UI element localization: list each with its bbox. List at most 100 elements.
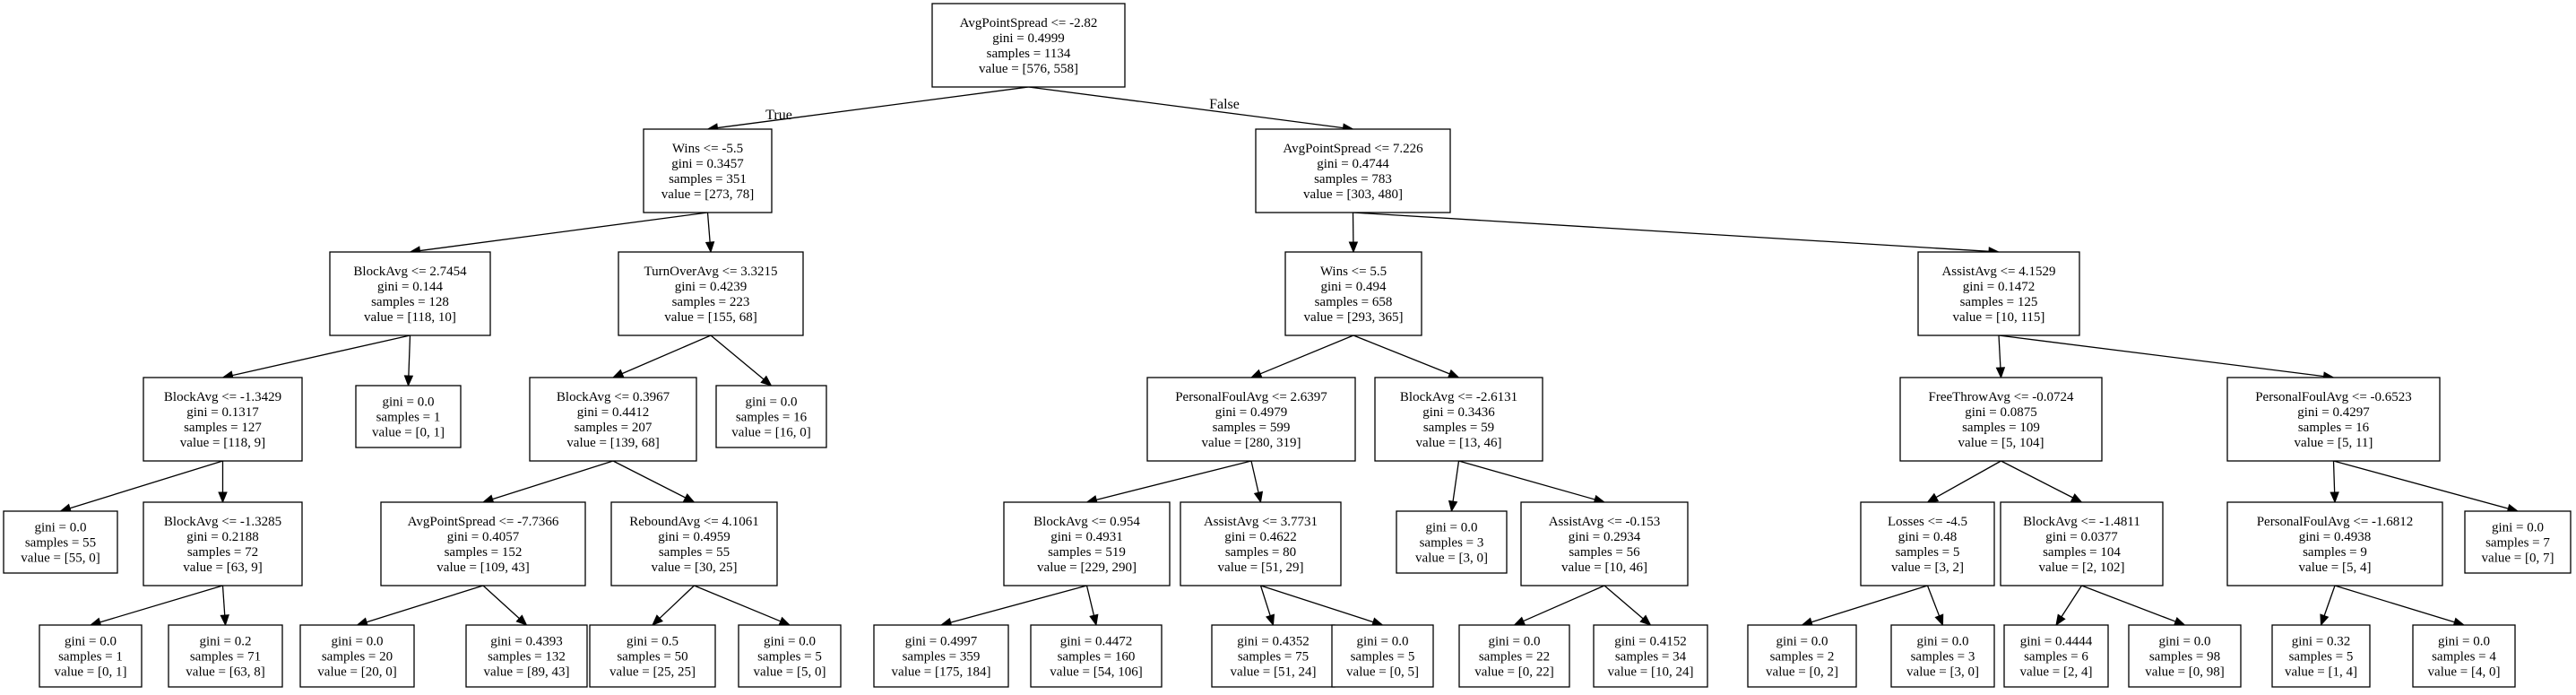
- arrowhead-icon: [1934, 613, 1944, 627]
- node-line: value = [0, 1]: [372, 426, 445, 440]
- node-line: samples = 127: [184, 421, 262, 435]
- edge-n3-n8: [403, 334, 414, 387]
- node-line: samples = 1: [58, 650, 123, 665]
- node-line: gini = 0.48: [1898, 530, 1958, 544]
- node-line: samples = 22: [1479, 650, 1550, 665]
- node-line: value = [89, 43]: [484, 665, 570, 680]
- arrowhead-icon: [1513, 616, 1526, 626]
- edge-n24-n42: [2081, 585, 2186, 626]
- node-line: value = [175, 184]: [892, 665, 991, 680]
- node-line: value = [4, 0]: [2428, 665, 2501, 680]
- node-box: [299, 624, 415, 688]
- edge-line: [492, 460, 614, 500]
- node-box: [39, 624, 143, 688]
- node-line: samples = 1134: [987, 47, 1071, 61]
- node-box: [1003, 501, 1171, 586]
- node-line: gini = 0.5: [627, 635, 679, 649]
- node-line: value = [118, 10]: [364, 310, 456, 325]
- edge-line: [694, 585, 782, 622]
- node-line: samples = 599: [1213, 421, 1291, 435]
- edge-line: [2061, 585, 2083, 618]
- node-line: value = [30, 25]: [652, 560, 738, 575]
- node-line: gini = 0.32: [2292, 635, 2351, 649]
- node-line: PersonalFoulAvg <= 2.6397: [1175, 390, 1327, 404]
- node-line: TurnOverAvg <= 3.3215: [644, 265, 777, 279]
- edge-n12-n22: [1458, 460, 1606, 504]
- edge-line: [482, 585, 520, 620]
- edge-n22-n38: [1604, 585, 1652, 626]
- node-line: value = [5, 0]: [754, 665, 826, 680]
- node-box: [143, 501, 303, 586]
- node-line: gini = 0.0: [34, 521, 86, 535]
- node-line: value = [20, 0]: [317, 665, 396, 680]
- edge-n11-n19: [1085, 460, 1252, 505]
- node-line: value = [13, 46]: [1416, 436, 1502, 450]
- node-line: samples = 72: [187, 545, 258, 560]
- node-line: gini = 0.4472: [1060, 635, 1133, 649]
- node-line: gini = 0.0: [764, 635, 816, 649]
- edge-line: [659, 585, 695, 619]
- edge-line: [232, 334, 411, 377]
- edge-line: [621, 334, 712, 375]
- edge-n17-n30: [482, 585, 528, 626]
- node-line: value = [139, 68]: [566, 436, 659, 450]
- node-line: samples = 3: [1911, 650, 1975, 665]
- edge-line: [221, 585, 226, 616]
- edge-line: [1260, 585, 1374, 623]
- edge-n5-n11: [1249, 334, 1354, 378]
- node-line: samples = 55: [659, 545, 730, 560]
- edge-line: [1085, 585, 1095, 616]
- node-box: [3, 510, 118, 574]
- edge-n16-n28: [220, 585, 229, 627]
- node-line: value = [5, 4]: [2299, 560, 2372, 575]
- edge-n20-n36: [1260, 585, 1384, 627]
- edge-n4-n9: [611, 334, 712, 378]
- node-box: [1458, 624, 1570, 688]
- arrowhead-icon: [760, 375, 773, 387]
- node-line: BlockAvg <= -1.3429: [164, 390, 281, 404]
- node-line: gini = 0.0: [382, 395, 434, 410]
- node-box: [380, 501, 586, 586]
- node-line: value = [3, 2]: [1891, 560, 1964, 575]
- node-line: value = [3, 0]: [1906, 665, 1979, 680]
- node-line: gini = 0.0: [1916, 635, 1968, 649]
- node-line: samples = 55: [25, 536, 96, 551]
- node-line: value = [293, 365]: [1304, 310, 1404, 325]
- arrowhead-icon: [2055, 613, 2066, 627]
- node-line: gini = 0.4057: [447, 530, 520, 544]
- node-line: value = [0, 22]: [1474, 665, 1553, 680]
- node-line: value = [51, 24]: [1231, 665, 1317, 680]
- arrowhead-icon: [2070, 493, 2083, 503]
- node-line: samples = 20: [322, 650, 393, 665]
- node-line: samples = 359: [903, 650, 981, 665]
- edge-n4-n10: [710, 334, 773, 387]
- arrowhead-icon: [1448, 500, 1458, 513]
- node-line: value = [303, 480]: [1303, 187, 1403, 202]
- node-box: [643, 128, 773, 213]
- node-line: gini = 0.0: [2492, 521, 2544, 535]
- node-line: samples = 128: [371, 295, 449, 309]
- node-line: value = [576, 558]: [979, 62, 1078, 76]
- node-line: AssistAvg <= 4.1529: [1941, 265, 2055, 279]
- edge-line: [2323, 585, 2336, 616]
- edge-line: [612, 460, 686, 499]
- node-line: value = [155, 68]: [664, 310, 756, 325]
- node-line: gini = 0.4393: [490, 635, 563, 649]
- edge-line: [366, 585, 484, 623]
- node-line: value = [280, 319]: [1202, 436, 1301, 450]
- node-box: [1180, 501, 1342, 586]
- edge-line: [706, 212, 711, 243]
